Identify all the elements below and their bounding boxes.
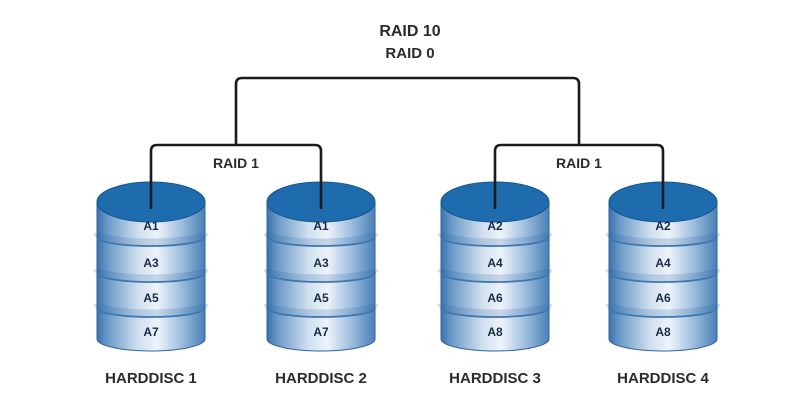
disk3-segment-label: A2: [487, 219, 503, 233]
disk-separator-line: [608, 272, 718, 283]
disk4-segment-label: A2: [655, 219, 671, 233]
disk3-segment-label: A4: [487, 256, 503, 270]
disk-separator-shade: [263, 231, 379, 246]
disk3-segment-label: A6: [487, 291, 503, 305]
disk4-segment-label: A8: [655, 325, 671, 339]
raid10-title: RAID 10: [379, 23, 440, 40]
disk-separator-line: [608, 236, 718, 247]
disk-separator-shade: [93, 231, 209, 246]
raid0-label: RAID 0: [385, 45, 434, 62]
raid1-label-left: RAID 1: [213, 155, 259, 171]
disk1-segment-label: A1: [143, 219, 159, 233]
connector-raid1-left-bracket: [149, 143, 323, 209]
disk-separator-line: [608, 307, 718, 318]
disk1-segment-label: A3: [143, 256, 159, 270]
connector-lines: [149, 76, 665, 209]
harddisc-3-label: HARDDISC 3: [449, 370, 541, 387]
disk-body: [266, 201, 376, 352]
raid1-label-right: RAID 1: [556, 155, 602, 171]
disk-separator-line: [266, 236, 376, 247]
disk-body: [608, 201, 718, 352]
disk-separator-shade: [437, 267, 553, 282]
disk-separator-line: [96, 307, 206, 318]
disk-separator-shade: [93, 267, 209, 282]
disk-separator-line: [266, 307, 376, 318]
disk-separator-shade: [437, 302, 553, 317]
disk-separator-shade: [93, 302, 209, 317]
connector-raid1-right-bracket: [493, 143, 665, 209]
disk-separator-shade: [605, 267, 721, 282]
harddisc-4-label: HARDDISC 4: [617, 370, 709, 387]
disk-separator-shade: [437, 231, 553, 246]
disk4-segment-label: A6: [655, 291, 671, 305]
disk-separator-line: [96, 272, 206, 283]
connector-raid0-bracket: [234, 76, 581, 146]
disk-separator-shade: [605, 231, 721, 246]
disk-separator-line: [440, 307, 550, 318]
disk-body: [96, 201, 206, 352]
disk-separator-line: [96, 236, 206, 247]
disk2-segment-label: A7: [313, 325, 329, 339]
harddisc-3-cylinder-icon: A2 A4 A6 A8: [437, 181, 553, 352]
harddisc-2-label: HARDDISC 2: [275, 370, 367, 387]
disk3-segment-label: A8: [487, 325, 503, 339]
disk2-segment-label: A1: [313, 219, 329, 233]
disk2-segment-label: A3: [313, 256, 329, 270]
disk-separator-shade: [263, 267, 379, 282]
disk-body: [440, 201, 550, 352]
disk-separator-line: [266, 272, 376, 283]
disk-separator-line: [440, 236, 550, 247]
disk-separator-line: [440, 272, 550, 283]
disk2-segment-label: A5: [313, 291, 329, 305]
disk4-segment-label: A4: [655, 256, 671, 270]
disk-separator-shade: [605, 302, 721, 317]
harddisc-1-label: HARDDISC 1: [105, 370, 197, 387]
disk-separator-shade: [263, 302, 379, 317]
disk1-segment-label: A7: [143, 325, 159, 339]
disk1-segment-label: A5: [143, 291, 159, 305]
